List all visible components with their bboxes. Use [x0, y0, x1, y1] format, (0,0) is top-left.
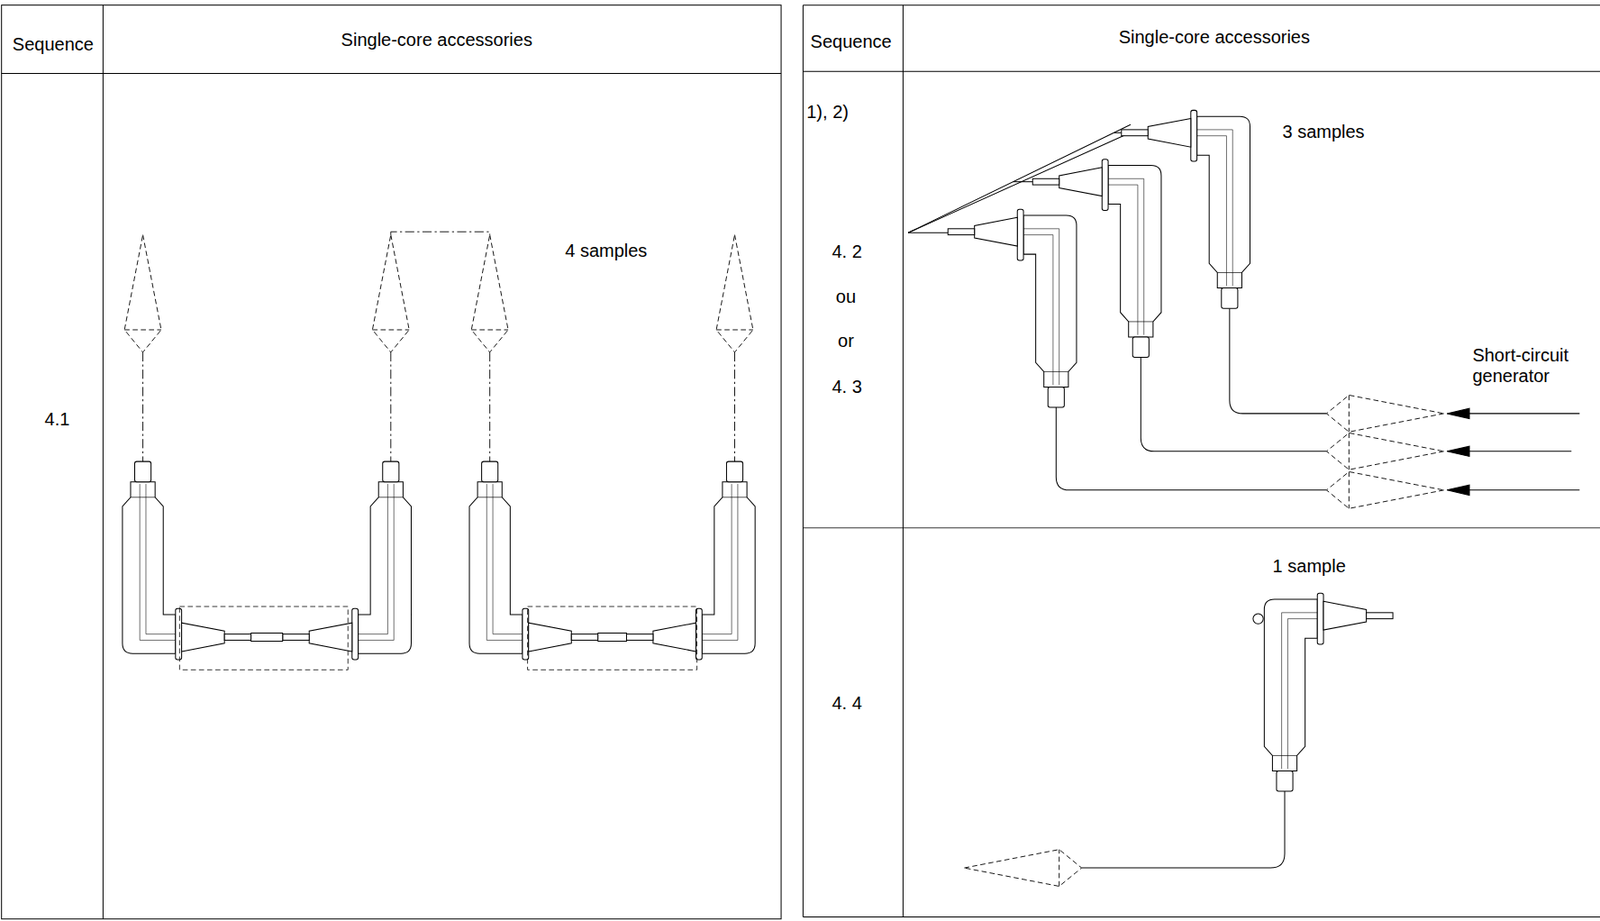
- termination-symbol: [963, 849, 1082, 887]
- connecting-rod: [251, 632, 283, 641]
- table-border: [1, 5, 782, 919]
- table-grid: [1, 5, 1600, 919]
- conjunction: ou: [836, 285, 856, 307]
- cable-lead: [143, 231, 736, 462]
- termination-symbol: [1326, 471, 1444, 509]
- termination-symbol: [124, 235, 162, 353]
- elbow-connector: [1263, 592, 1393, 791]
- connecting-rod: [598, 632, 628, 641]
- elbow-connector: [626, 461, 755, 660]
- test-point: [1253, 613, 1264, 624]
- four-sample-loop: [122, 231, 755, 670]
- elbow-connector: [122, 461, 252, 660]
- termination-symbol: [471, 235, 509, 353]
- row-rule: [802, 527, 1600, 528]
- cable: [1081, 790, 1285, 868]
- three-sample-arrangement: [908, 109, 1580, 509]
- termination-symbol: [1326, 432, 1444, 470]
- termination-symbol: [372, 235, 410, 353]
- table-border: [802, 5, 804, 918]
- generator-label: Short-circuit generator: [1472, 345, 1586, 387]
- header-rule: [802, 71, 1600, 73]
- column-header: Single-core accessories: [341, 29, 533, 51]
- supply-arrow: [1446, 408, 1580, 495]
- conjunction: or: [837, 330, 855, 352]
- header-rule: [1, 72, 782, 74]
- junction-outline: [179, 606, 348, 670]
- sample-count: 3 samples: [1281, 121, 1364, 143]
- junction-outline: [527, 606, 698, 670]
- sequence-number: 4. 4: [831, 691, 862, 713]
- column-header: Sequence: [810, 31, 892, 53]
- single-sample-arrangement: [963, 592, 1393, 886]
- termination-symbol: [1326, 394, 1444, 432]
- cable: [1055, 308, 1327, 491]
- table-border: [802, 916, 1600, 918]
- elbow-connector: [282, 461, 412, 660]
- note-reference: 1), 2): [806, 100, 849, 122]
- column-header: Sequence: [12, 33, 94, 55]
- elbow-connector: [947, 209, 1077, 408]
- column-rule: [102, 5, 104, 919]
- sequence-number: 4.1: [45, 408, 71, 429]
- column-rule: [902, 5, 904, 918]
- sequence-number: 4. 3: [831, 376, 862, 398]
- sample-count: 4 samples: [564, 239, 647, 261]
- sample-count: 1 sample: [1272, 554, 1346, 576]
- elbow-connector: [469, 461, 599, 660]
- sequence-number: 4. 2: [831, 240, 862, 262]
- termination-symbol: [716, 235, 754, 353]
- column-header: Single-core accessories: [1118, 26, 1310, 47]
- table-border: [802, 4, 1600, 6]
